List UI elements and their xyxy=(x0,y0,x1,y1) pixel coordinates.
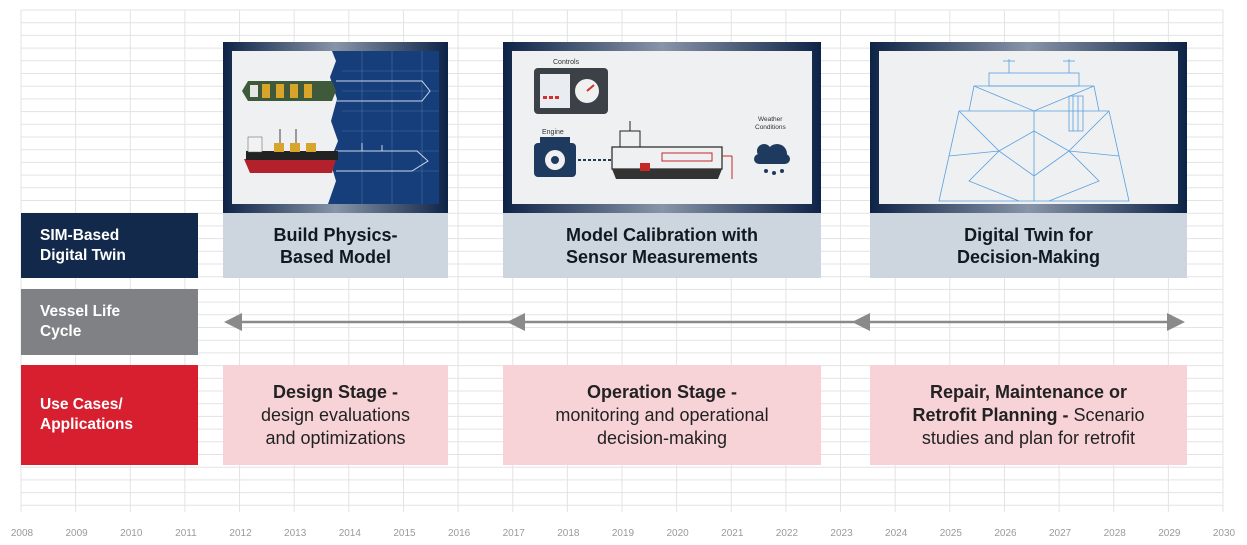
stage-title-line: Based Model xyxy=(279,246,392,267)
year-tick-label: 2019 xyxy=(611,528,635,539)
row-label-line: Digital Twin xyxy=(40,246,126,264)
row-label-line: Use Cases/ xyxy=(40,396,123,413)
calibration-illustration: Controls Engine xyxy=(534,59,790,179)
use-case-heading: Repair, Maintenance or xyxy=(929,381,1128,402)
year-tick-label: 2017 xyxy=(502,528,525,539)
wireframe-ship-illustration xyxy=(938,59,1130,202)
use-case-text: Scenario xyxy=(1068,404,1145,425)
year-tick-label: 2025 xyxy=(939,528,962,539)
stage-title-line: Sensor Measurements xyxy=(565,246,759,267)
arrowhead-right-icon xyxy=(1167,313,1185,331)
year-tick-label: 2013 xyxy=(284,528,307,539)
controls-label: Controls xyxy=(553,59,580,66)
use-case-operation-stage: Operation Stage - monitoring and operati… xyxy=(503,365,821,465)
weather-cloud-icon xyxy=(754,144,790,175)
year-tick-label: 2029 xyxy=(1158,528,1181,539)
use-case-text: and optimizations xyxy=(265,427,406,448)
physics-model-image xyxy=(223,42,448,213)
year-tick-label: 2018 xyxy=(557,528,580,539)
year-tick-label: 2011 xyxy=(175,528,197,539)
year-tick-label: 2009 xyxy=(65,528,88,539)
stage-title-line: Model Calibration with xyxy=(565,224,758,245)
year-tick-label: 2020 xyxy=(666,528,689,539)
year-axis: 2008 2009 2010 2011 2012 2013 2014 2015 2016 2017… xyxy=(0,528,1247,542)
year-tick-label: 2008 xyxy=(10,528,34,539)
year-tick-label: 2024 xyxy=(885,528,908,539)
year-tick-label: 2022 xyxy=(775,528,799,539)
use-case-heading: Operation Stage - xyxy=(586,381,738,402)
use-case-repair-stage: Repair, Maintenance or Retrofit Planning… xyxy=(870,365,1187,465)
year-tick-label: 2023 xyxy=(830,528,853,539)
year-tick-label: 2014 xyxy=(338,528,361,539)
row-label-line: Vessel Life xyxy=(40,303,121,320)
arrowhead-left-icon xyxy=(852,313,870,331)
year-tick-label: 2015 xyxy=(393,528,416,539)
use-case-text: design evaluations xyxy=(260,404,411,425)
engine-icon xyxy=(534,137,576,177)
row-label-line: Applications xyxy=(40,416,134,433)
use-case-text: studies and plan for retrofit xyxy=(921,427,1136,448)
year-tick-label: 2016 xyxy=(447,528,471,539)
weather-label-line1: Weather xyxy=(758,116,783,123)
ship-blueprint-illustration xyxy=(232,51,439,204)
use-case-design-stage: Design Stage - design evaluations and op… xyxy=(223,365,448,465)
year-tick-label: 2026 xyxy=(994,528,1017,539)
year-tick-label: 2010 xyxy=(120,528,143,539)
weather-label-line2: Conditions xyxy=(755,124,786,131)
calibration-image: Controls Engine xyxy=(503,42,821,213)
row-label-line: Cycle xyxy=(40,323,82,340)
stage-title-line: Decision-Making xyxy=(956,246,1101,267)
use-case-heading: Design Stage - xyxy=(272,381,398,402)
year-tick-label: 2021 xyxy=(721,528,744,539)
stage-title-physics-model: Build Physics-Based Model xyxy=(223,213,448,278)
year-tick-label: 2027 xyxy=(1048,528,1072,539)
stage-title-line: Digital Twin for xyxy=(964,224,1093,245)
year-tick-label: 2012 xyxy=(229,528,252,539)
ship-hull-icon xyxy=(611,121,733,179)
year-tick-label: 2028 xyxy=(1103,528,1126,539)
arrowhead-left-icon xyxy=(507,313,525,331)
stage-title-line: Build Physics- xyxy=(273,224,398,245)
digital-twin-image xyxy=(870,42,1187,213)
use-case-heading: Retrofit Planning - xyxy=(912,404,1069,425)
row-label-line: SIM-Based xyxy=(40,226,120,244)
engine-label: Engine xyxy=(542,129,564,136)
arrowhead-left-icon xyxy=(224,313,242,331)
row-label-use-cases: Use Cases/Applications xyxy=(21,365,198,465)
year-tick-label: 2030 xyxy=(1212,528,1236,539)
use-case-text: decision-making xyxy=(596,427,728,448)
use-case-text: monitoring and operational xyxy=(555,404,769,425)
